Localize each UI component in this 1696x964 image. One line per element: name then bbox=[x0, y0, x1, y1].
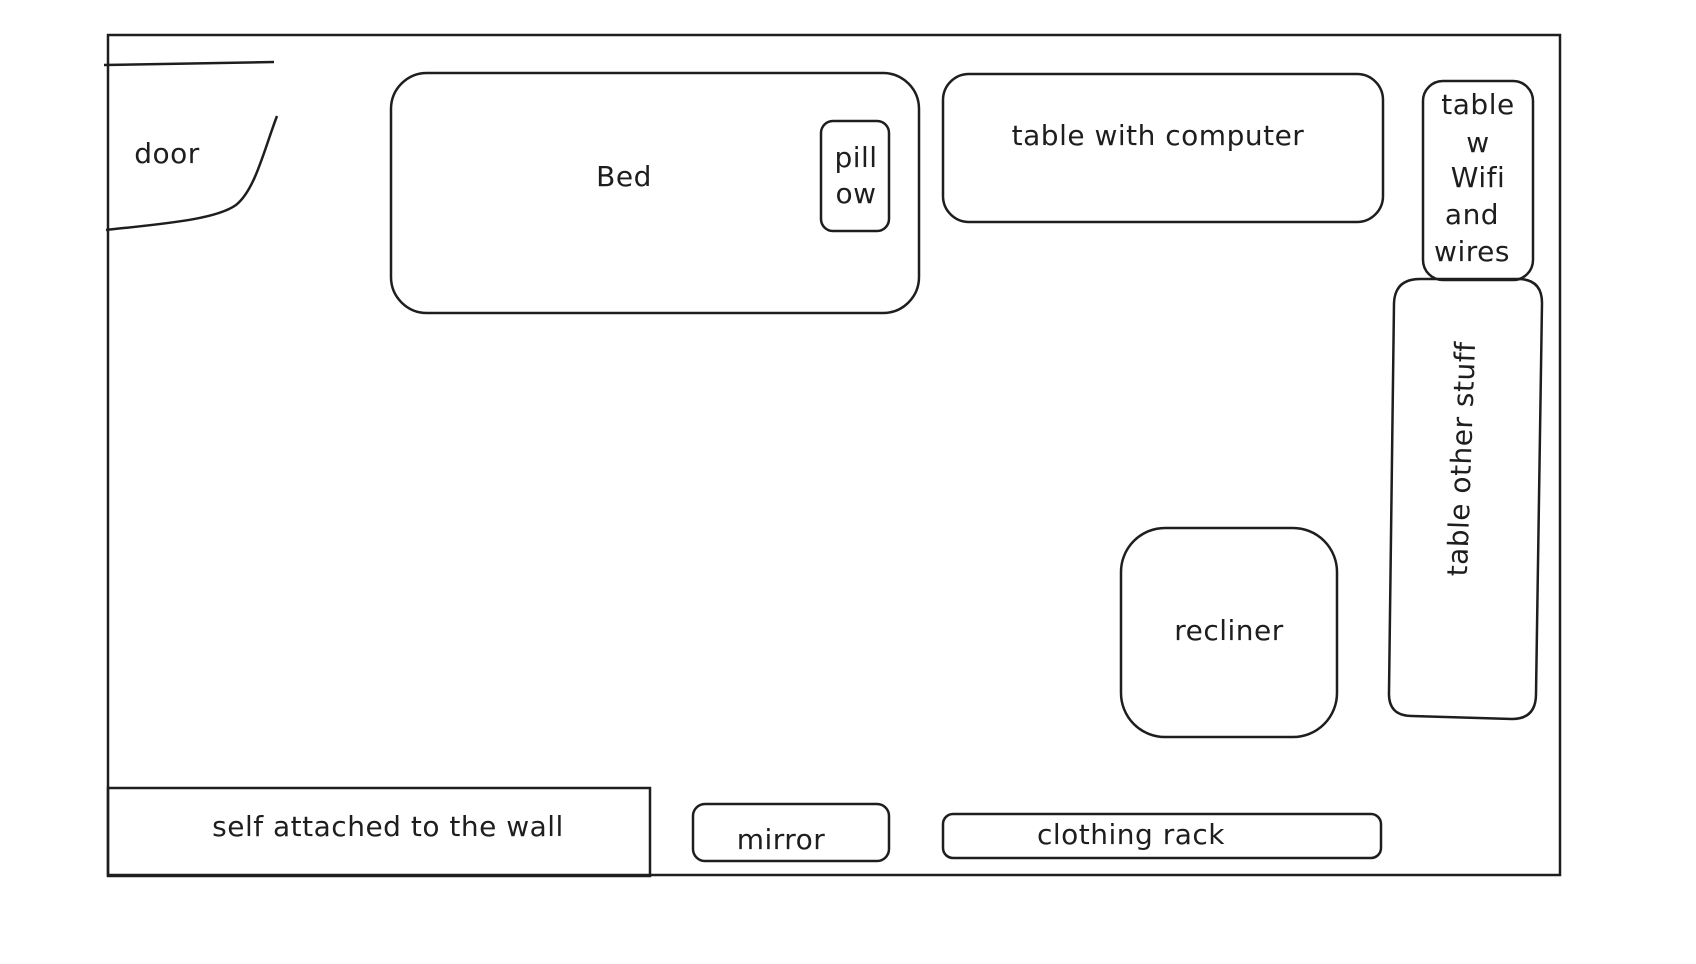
mirror: mirror bbox=[691, 802, 891, 863]
room-outline bbox=[106, 33, 1562, 877]
pillow-label-line-2: ow bbox=[835, 177, 876, 210]
recliner-label: recliner bbox=[1174, 614, 1284, 647]
bed-label: Bed bbox=[596, 160, 652, 193]
bed: Bed bbox=[389, 71, 921, 315]
door-wall-line bbox=[103, 60, 275, 67]
door-label: door bbox=[134, 137, 200, 170]
clothing-rack-outline bbox=[941, 812, 1383, 860]
wifi-table-label-line-4: and bbox=[1445, 198, 1499, 231]
bed-outline bbox=[389, 71, 921, 315]
wifi-table: table w Wifi and wires bbox=[1421, 79, 1535, 282]
door: door bbox=[103, 60, 279, 232]
pillow-label-line-1: pill bbox=[834, 141, 877, 174]
other-table-outline bbox=[1387, 277, 1544, 721]
recliner: recliner bbox=[1119, 526, 1339, 739]
computer-table: table with computer bbox=[941, 72, 1385, 224]
recliner-outline bbox=[1119, 526, 1339, 739]
wifi-table-label-line-3: Wifi bbox=[1451, 161, 1506, 194]
wifi-table-label-line-2: w bbox=[1466, 126, 1489, 159]
wall-shelf-outline bbox=[106, 786, 652, 878]
clothing-rack-label: clothing rack bbox=[1037, 818, 1225, 851]
mirror-outline bbox=[691, 802, 891, 863]
other-table-label: table other stuff bbox=[1441, 340, 1482, 576]
wall-shelf-label: self attached to the wall bbox=[212, 810, 564, 843]
door-swing-arc bbox=[105, 115, 279, 232]
pillow-outline bbox=[819, 119, 891, 233]
wall-shelf: self attached to the wall bbox=[106, 786, 652, 878]
computer-table-outline bbox=[941, 72, 1385, 224]
wifi-table-label-line-5: wires bbox=[1434, 235, 1510, 268]
computer-table-label: table with computer bbox=[1012, 119, 1305, 152]
other-table: table other stuff bbox=[1387, 277, 1544, 721]
pillow: pill ow bbox=[819, 119, 891, 233]
clothing-rack: clothing rack bbox=[941, 812, 1383, 860]
wifi-table-label-line-1: table bbox=[1441, 88, 1514, 121]
mirror-label: mirror bbox=[737, 823, 826, 856]
